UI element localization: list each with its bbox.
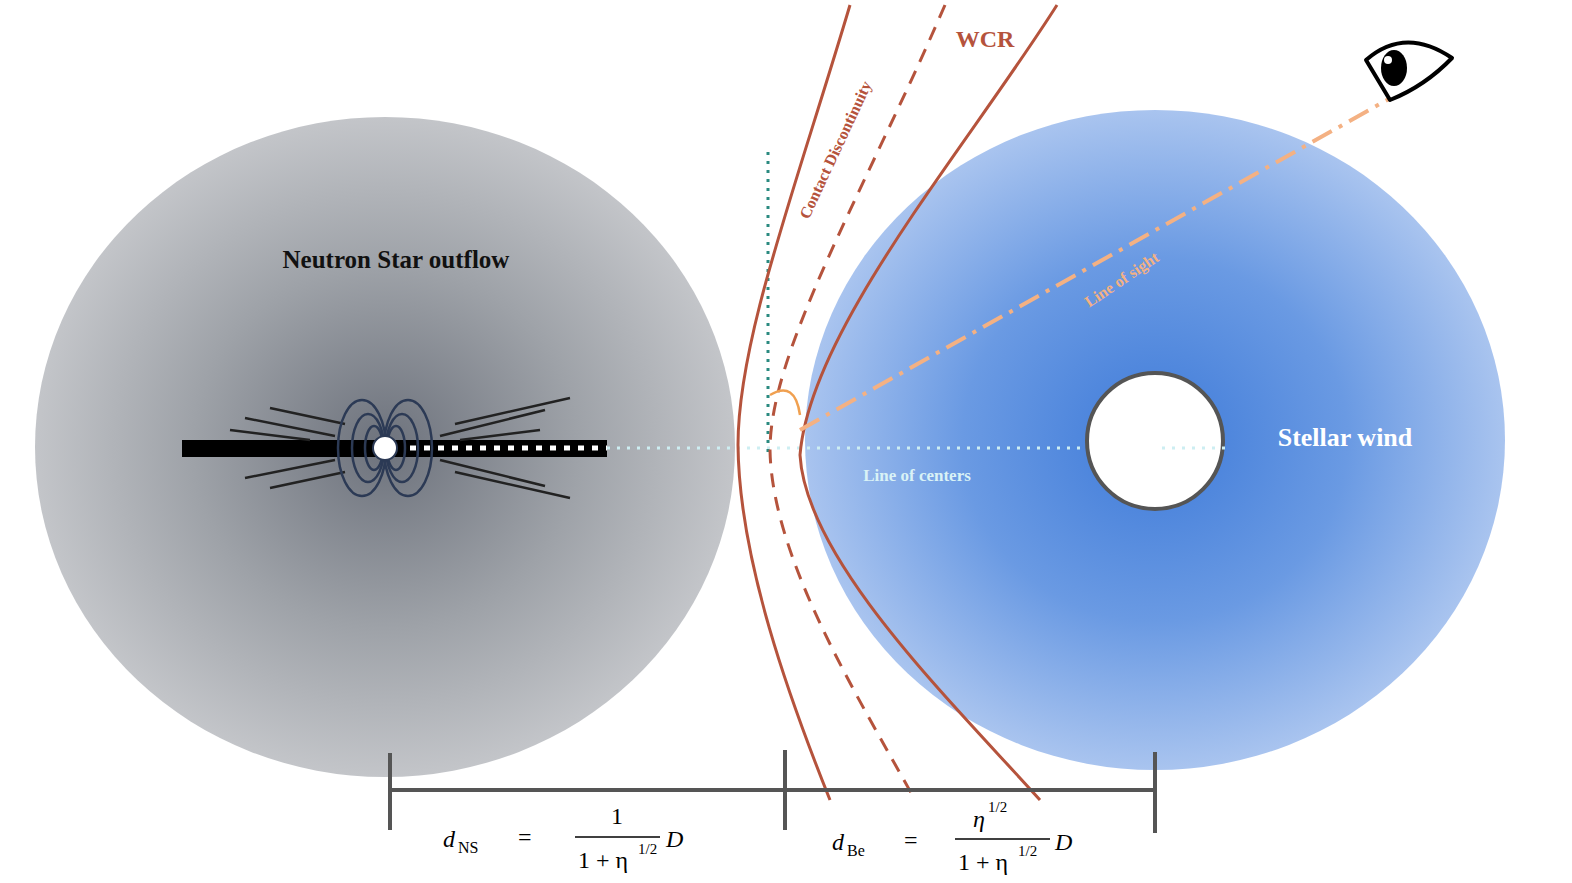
- line-of-sight: [800, 73, 1435, 430]
- stellar-wind: Stellar wind: [805, 110, 1505, 770]
- observer-eye: [1366, 42, 1452, 100]
- node-label: Neutron Star outflow: [281, 242, 511, 278]
- node-label: Stellar wind: [1278, 423, 1413, 453]
- line-of-centers: [1160, 447, 1225, 450]
- wcr-curves: [738, 5, 1057, 800]
- formula-exponent: 1/2: [638, 841, 657, 858]
- formula-exponent: 1/2: [988, 799, 1007, 816]
- neutron-star-symbol: [182, 398, 607, 498]
- line-of-centers: [607, 447, 1085, 450]
- formula-denominator: 1 + η: [578, 847, 628, 875]
- formula-subscript: Be: [847, 842, 865, 860]
- formula-numerator: η: [973, 806, 985, 834]
- formula-exponent: 1/2: [1018, 843, 1037, 860]
- formula-symbol: =: [904, 827, 918, 855]
- angle-arc: [770, 391, 800, 416]
- dimension-line: [390, 750, 1155, 833]
- formula-symbol: =: [518, 824, 532, 852]
- formula-symbol: D: [666, 826, 683, 854]
- formula-numerator: 1: [611, 803, 623, 831]
- formula-subscript: NS: [458, 839, 478, 857]
- formula-symbol: d: [443, 826, 455, 854]
- vertical-guide: [767, 152, 770, 452]
- formula-symbol: D: [1055, 829, 1072, 857]
- fraction-bar: [575, 837, 1050, 839]
- line-label: Line of centers: [863, 466, 971, 486]
- curve-label: Contact Discontinuity: [796, 78, 876, 222]
- region-label: WCR: [956, 26, 1015, 54]
- formula-symbol: d: [832, 829, 844, 857]
- formula-denominator: 1 + η: [958, 849, 1008, 877]
